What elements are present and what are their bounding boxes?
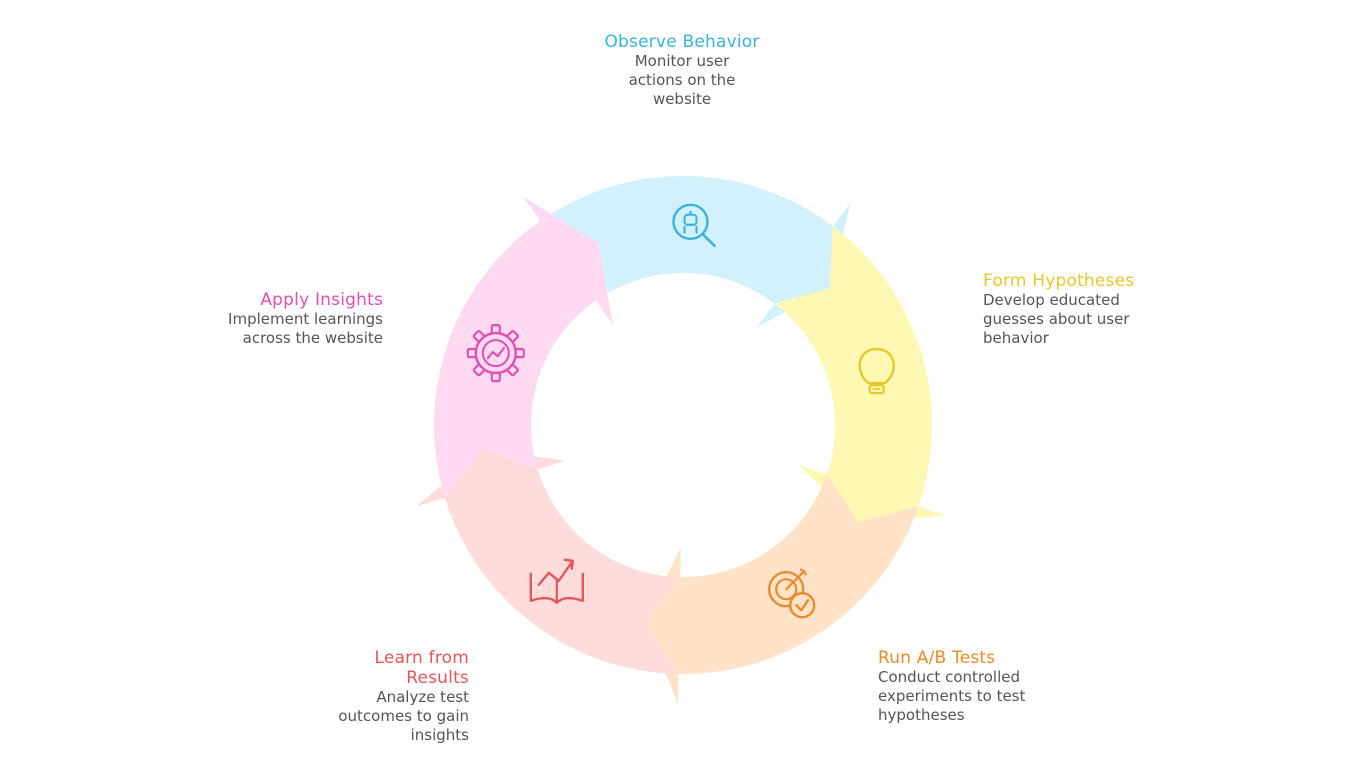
step-desc-tests: Conduct controlled experiments to test h…	[878, 668, 1026, 724]
search-robot-icon	[672, 203, 716, 248]
target-check-icon	[768, 568, 816, 619]
step-label-observe: Observe Behavior Monitor user actions on…	[582, 32, 782, 109]
step-desc-hypotheses: Develop educated guesses about user beha…	[983, 291, 1130, 347]
lightbulb-icon	[858, 347, 895, 395]
step-desc-observe: Monitor user actions on the website	[628, 52, 736, 108]
step-desc-apply: Implement learnings across the website	[228, 310, 383, 347]
step-title-tests: Run A/B Tests	[878, 648, 996, 668]
step-title-observe: Observe Behavior	[604, 32, 760, 52]
step-title-learn: Learn from Results	[374, 648, 469, 688]
cycle-arrow-observe	[540, 176, 851, 328]
step-label-learn: Learn from Results Analyze test outcomes…	[309, 648, 469, 745]
cycle-arrow-apply	[433, 196, 614, 498]
gear-chart-icon	[466, 324, 525, 383]
cycle-arrow-learn	[416, 449, 681, 674]
cycle-arrow-tests	[644, 474, 919, 704]
book-chart-icon	[529, 558, 584, 604]
step-title-apply: Apply Insights	[260, 290, 383, 310]
step-title-hypotheses: Form Hypotheses	[983, 271, 1135, 291]
step-desc-learn: Analyze test outcomes to gain insights	[338, 688, 469, 744]
step-label-tests: Run A/B Tests Conduct controlled experim…	[878, 648, 1053, 725]
step-label-apply: Apply Insights Implement learnings acros…	[193, 290, 383, 348]
step-label-hypotheses: Form Hypotheses Develop educated guesses…	[983, 271, 1158, 348]
